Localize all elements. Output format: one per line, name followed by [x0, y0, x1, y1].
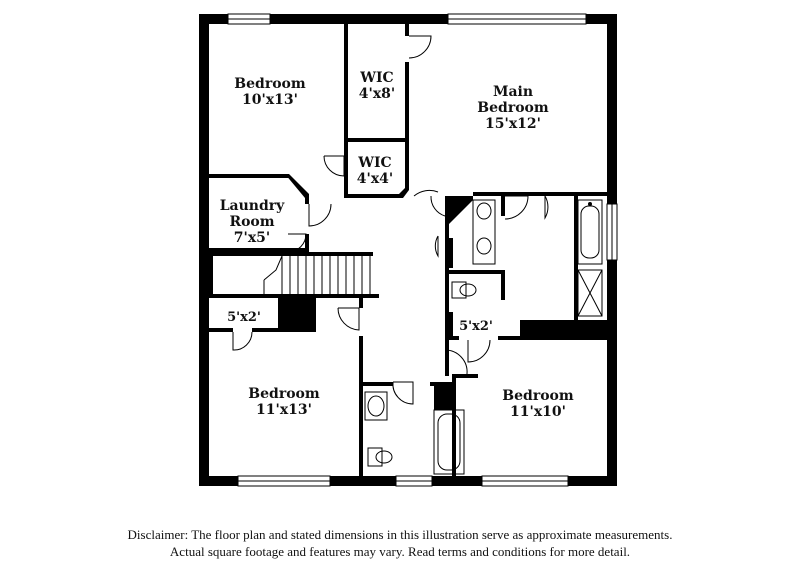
- closet-right-size: 5'x2': [459, 319, 493, 334]
- door-swings: [232, 35, 549, 405]
- wic-small-name: WIC: [357, 155, 391, 171]
- staircase: [263, 255, 371, 294]
- bedroom-se-size: 11'x10': [510, 404, 566, 420]
- main-bedroom-size: 15'x12': [485, 116, 541, 132]
- bedroom-nw-name: Bedroom: [234, 76, 306, 92]
- interior-walls: [209, 24, 611, 486]
- wic-top-size: 4'x8': [359, 86, 395, 102]
- room-labels: Bedroom 10'x13' WIC 4'x8' Main Bedroom 1…: [220, 70, 574, 420]
- closet-left-size: 5'x2': [227, 310, 261, 325]
- main-bedroom-name-2: Bedroom: [477, 100, 549, 116]
- wic-top-name: WIC: [359, 70, 393, 86]
- wic-small-size: 4'x4': [357, 171, 393, 187]
- laundry-name-2: Room: [229, 214, 274, 230]
- fixtures: [364, 199, 603, 475]
- disclaimer-line-1: Disclaimer: The floor plan and stated di…: [127, 527, 673, 542]
- bedroom-se-name: Bedroom: [502, 388, 574, 404]
- bedroom-sw-size: 11'x13': [256, 402, 312, 418]
- bedroom-nw-size: 10'x13': [242, 92, 298, 108]
- windows: [227, 13, 618, 487]
- main-bedroom-name-1: Main: [493, 84, 533, 100]
- bedroom-sw-name: Bedroom: [248, 386, 320, 402]
- disclaimer-line-2: Actual square footage and features may v…: [169, 544, 631, 559]
- laundry-name-1: Laundry: [220, 198, 285, 214]
- laundry-size: 7'x5': [234, 230, 270, 246]
